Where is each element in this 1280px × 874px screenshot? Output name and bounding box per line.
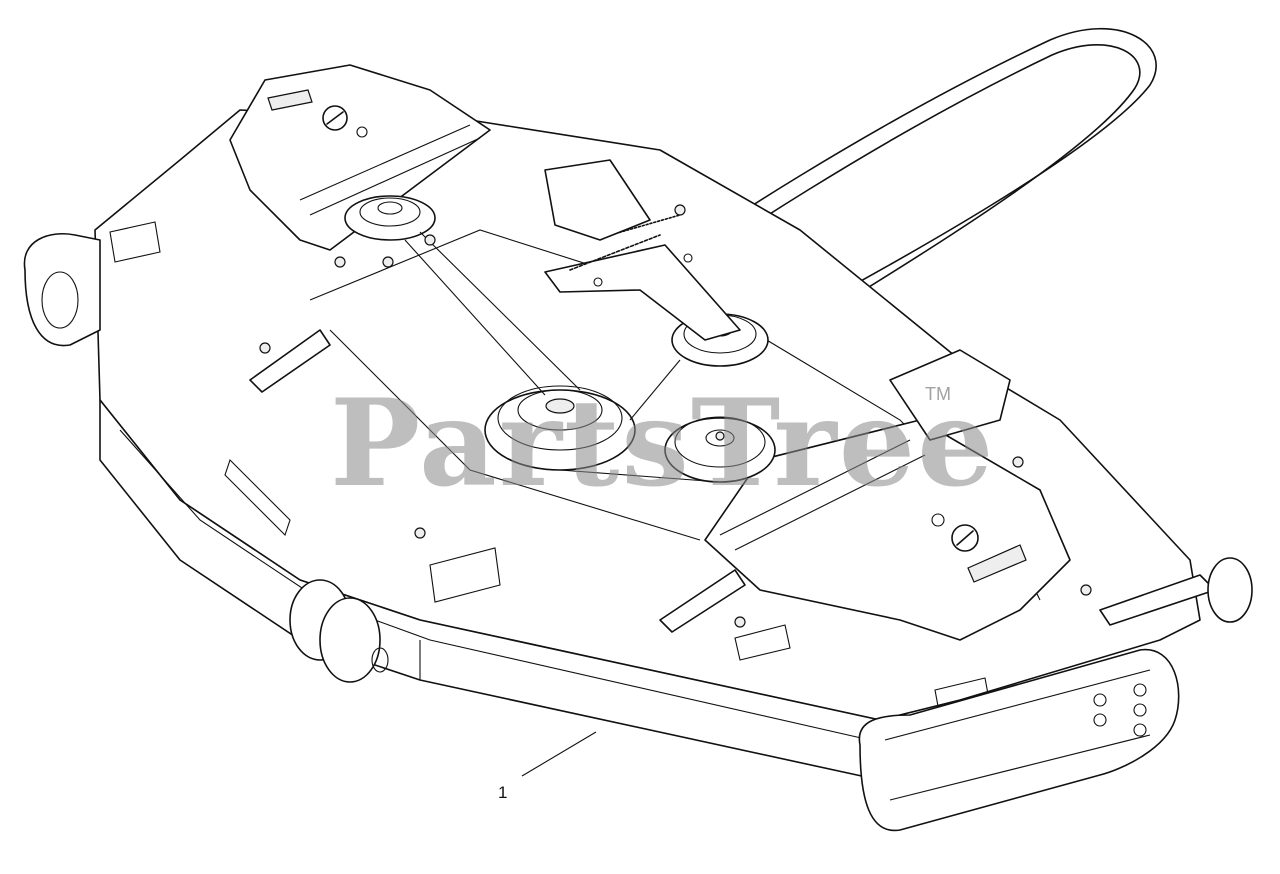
callout-label[interactable]: 1 bbox=[498, 783, 507, 802]
callout-leader-line bbox=[521, 731, 597, 777]
idler-pulley bbox=[664, 416, 776, 483]
deck-brackets bbox=[249, 159, 1216, 633]
watermark-text: PartsTree bbox=[330, 373, 995, 514]
left-belt-cover bbox=[229, 64, 491, 251]
center-spindle-pulley bbox=[484, 385, 636, 471]
rear-right-roller bbox=[1207, 557, 1253, 623]
callout-1[interactable]: 1 bbox=[498, 731, 597, 802]
left-spindle-pulley bbox=[344, 195, 436, 241]
deck-belt bbox=[404, 231, 721, 483]
deck-bolts bbox=[259, 204, 1092, 628]
front-center-rollers bbox=[289, 579, 389, 683]
front-right-roller bbox=[858, 649, 1180, 832]
watermark-trademark: TM bbox=[925, 384, 951, 404]
front-left-roller bbox=[23, 233, 101, 347]
watermark: PartsTree TM bbox=[330, 373, 995, 514]
right-belt-cover bbox=[704, 419, 1071, 641]
